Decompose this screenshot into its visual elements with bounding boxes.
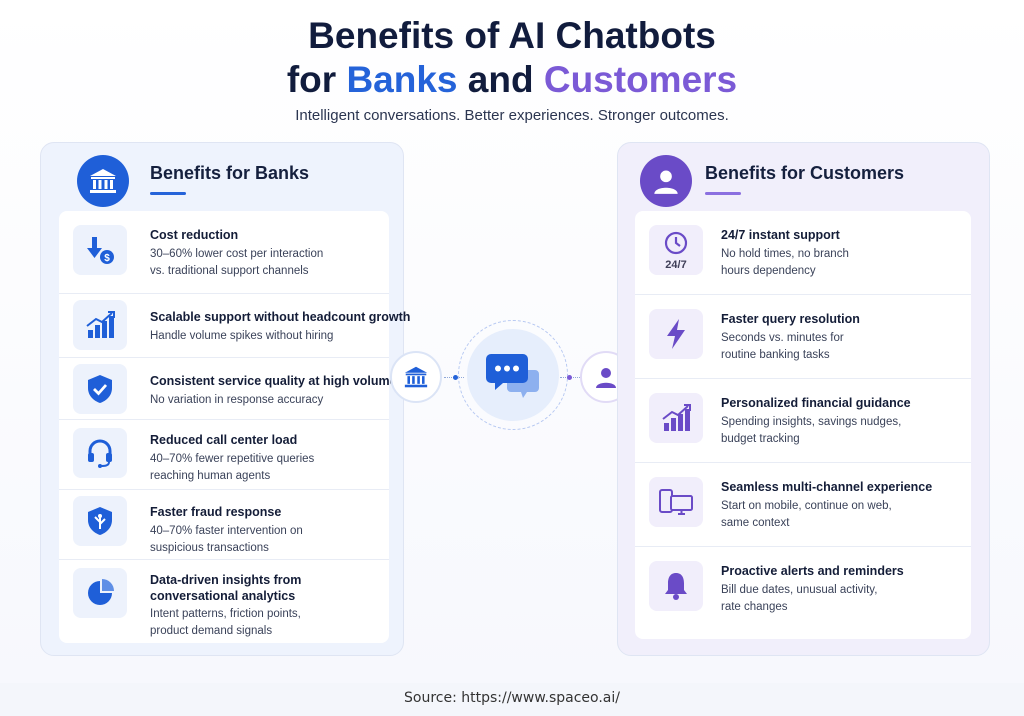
hub-node-bank <box>390 351 442 403</box>
title-line-2: for Banks and Customers <box>0 58 1024 102</box>
item-desc: Bill due dates, unusual activity, rate c… <box>721 584 878 613</box>
banks-title-underline <box>150 192 186 195</box>
shield-check-icon <box>73 364 127 414</box>
headset-icon <box>73 428 127 478</box>
list-item: Faster fraud response 40–70% faster inte… <box>59 489 389 559</box>
lightning-bolt-icon <box>649 309 703 359</box>
item-title: Consistent service quality at high volum… <box>150 374 404 388</box>
item-title: Scalable support without headcount growt… <box>150 310 411 324</box>
list-item: Consistent service quality at high volum… <box>59 357 404 419</box>
page-subtitle: Intelligent conversations. Better experi… <box>295 107 729 124</box>
customers-panel-title: Benefits for Customers <box>705 163 905 183</box>
item-desc: Handle volume spikes without hiring <box>150 330 334 342</box>
list-item: $ Cost reduction 30–60% lower cost per i… <box>59 211 389 293</box>
cost-down-dollar-icon: $ <box>73 225 127 275</box>
item-desc: No hold times, no branch hours dependenc… <box>721 248 849 277</box>
title-banks: Banks <box>346 59 458 100</box>
devices-icon <box>649 477 703 527</box>
item-title: Personalized financial guidance <box>721 396 911 410</box>
item-desc: Intent patterns, friction points, produc… <box>150 608 301 637</box>
item-title: Faster query resolution <box>721 312 860 326</box>
list-item: Proactive alerts and reminders Bill due … <box>635 546 971 639</box>
item-title: Reduced call center load <box>150 433 298 447</box>
icon-24-7-label: 24/7 <box>665 259 686 271</box>
bank-building-icon <box>77 155 129 207</box>
title-for: for <box>286 59 347 100</box>
bell-icon <box>649 561 703 611</box>
banks-benefits-panel: Benefits for Banks $ Cost reduction 30–6… <box>40 142 410 656</box>
svg-text:$: $ <box>104 253 110 264</box>
chat-bubbles-icon <box>486 354 539 398</box>
list-item: 24/7 24/7 instant support No hold times,… <box>635 211 971 294</box>
user-avatar-icon <box>640 155 692 207</box>
growth-chart-icon <box>73 300 127 350</box>
user-avatar-icon <box>596 368 616 388</box>
fraud-shield-icon <box>73 496 127 546</box>
bank-building-icon <box>404 366 428 388</box>
list-item: Faster query resolution Seconds vs. minu… <box>635 294 971 378</box>
title-line-1: Benefits of AI Chatbots <box>308 15 716 56</box>
list-item: Scalable support without headcount growt… <box>59 293 410 357</box>
banks-benefit-list: $ Cost reduction 30–60% lower cost per i… <box>59 211 410 643</box>
item-desc: 40–70% fewer repetitive queries reaching… <box>150 453 315 482</box>
item-desc: No variation in response accuracy <box>150 394 324 406</box>
item-desc: Start on mobile, continue on web, same c… <box>721 500 892 529</box>
customers-benefit-list: 24/7 24/7 instant support No hold times,… <box>635 211 971 639</box>
item-title: Seamless multi-channel experience <box>721 480 933 494</box>
item-title: Cost reduction <box>150 228 239 242</box>
item-title: Proactive alerts and reminders <box>721 564 904 578</box>
customers-title-underline <box>705 192 741 195</box>
source-caption: Source: https://www.spaceo.ai/ <box>404 690 620 706</box>
title-customers: Customers <box>543 59 738 100</box>
list-item: Data-driven insights from conversational… <box>59 559 389 643</box>
list-item: Personalized financial guidance Spending… <box>635 378 971 462</box>
list-item: Seamless multi-channel experience Start … <box>635 462 971 546</box>
item-title: Data-driven insights from conversational… <box>150 573 302 603</box>
page-title: Benefits of AI Chatbots for Banks and Cu… <box>0 14 1024 102</box>
item-title: 24/7 instant support <box>721 228 840 242</box>
item-desc: 40–70% faster intervention on suspicious… <box>150 525 303 554</box>
customers-benefits-panel: Benefits for Customers 24/7 24/7 instant… <box>617 142 990 656</box>
clock-24-7-icon: 24/7 <box>649 225 703 275</box>
title-and: and <box>457 59 544 100</box>
banks-panel-title: Benefits for Banks <box>150 163 310 183</box>
link-dot-left <box>453 375 458 380</box>
growth-chart-icon <box>649 393 703 443</box>
pie-chart-icon <box>73 568 127 618</box>
item-title: Faster fraud response <box>150 505 282 519</box>
hub-circle <box>467 329 559 421</box>
item-desc: Seconds vs. minutes for routine banking … <box>721 332 844 361</box>
link-dot-right <box>567 375 572 380</box>
list-item: Reduced call center load 40–70% fewer re… <box>59 419 389 489</box>
item-desc: Spending insights, savings nudges, budge… <box>721 416 902 445</box>
item-desc: 30–60% lower cost per interaction vs. tr… <box>150 248 324 277</box>
